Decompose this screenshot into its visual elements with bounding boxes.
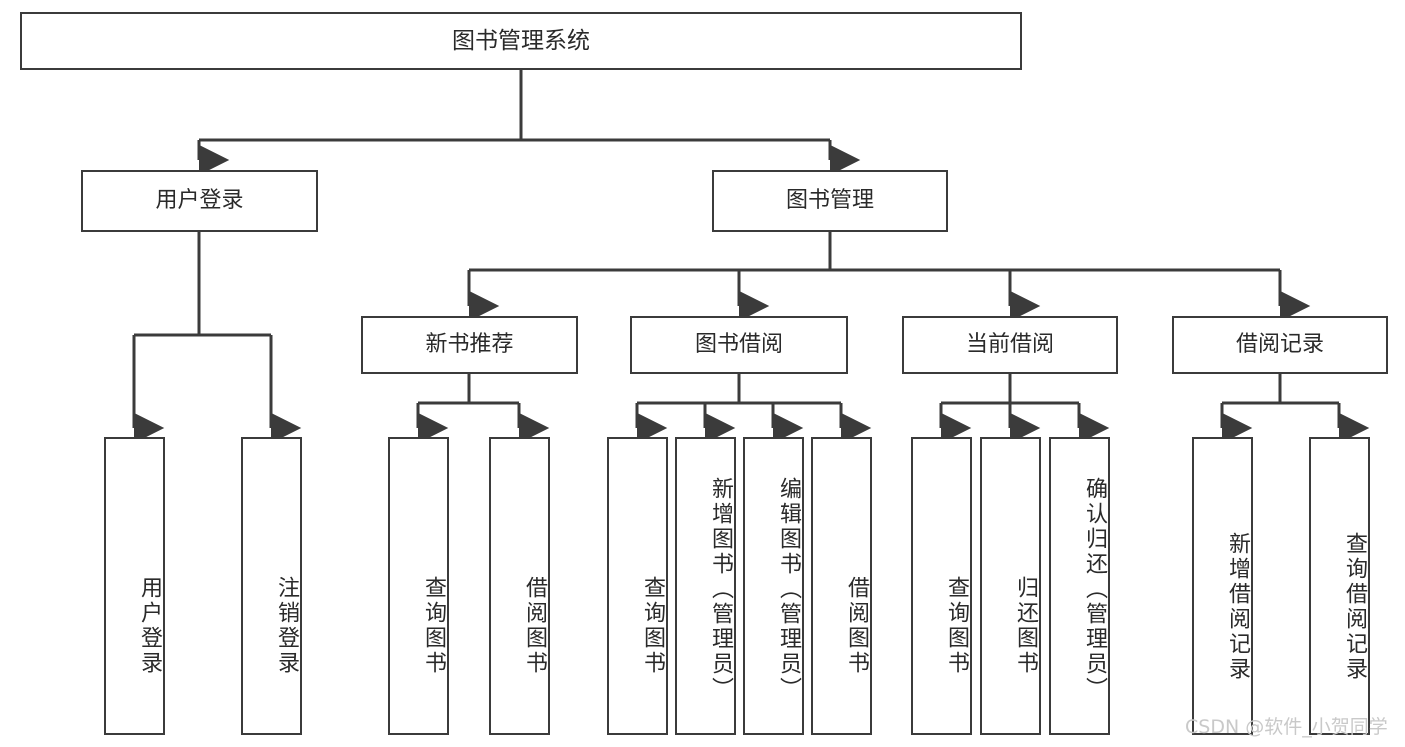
node-leaf-logout[interactable]: 注销登录 [241,437,302,735]
node-label: 注销登录 [274,576,299,676]
node-label: 图书管理 [785,188,874,214]
node-leaf-borrow-book-1[interactable]: 借阅图书 [489,437,550,735]
node-label: 新书推荐 [425,332,514,358]
node-label: 图书借阅 [694,332,783,358]
node-current-borrow[interactable]: 当前借阅 [902,316,1118,374]
node-label: 新增借阅记录 [1225,532,1250,682]
node-leaf-add-record[interactable]: 新增借阅记录 [1192,437,1253,735]
node-borrow-record[interactable]: 借阅记录 [1172,316,1388,374]
node-leaf-add-book[interactable]: 新增图书（管理员） [675,437,736,735]
node-label: 用户登录 [155,188,244,214]
node-root-system[interactable]: 图书管理系统 [20,12,1022,70]
node-label: 当前借阅 [965,332,1054,358]
node-label: 查询图书 [421,576,446,676]
node-label: 归还图书 [1013,576,1038,676]
node-leaf-user-login[interactable]: 用户登录 [104,437,165,735]
node-label: 确认归还（管理员） [1082,476,1107,702]
node-leaf-edit-book[interactable]: 编辑图书（管理员） [743,437,804,735]
node-new-book-recommend[interactable]: 新书推荐 [361,316,578,374]
node-label: 借阅图书 [522,576,547,676]
node-leaf-query-book-2[interactable]: 查询图书 [607,437,668,735]
node-label: 查询图书 [944,576,969,676]
node-label: 图书管理系统 [452,27,590,54]
node-label: 借阅图书 [844,576,869,676]
node-user-login[interactable]: 用户登录 [81,170,318,232]
node-leaf-query-book-3[interactable]: 查询图书 [911,437,972,735]
node-label: 查询图书 [640,576,665,676]
node-leaf-confirm-return[interactable]: 确认归还（管理员） [1049,437,1110,735]
node-label: 编辑图书（管理员） [776,476,801,702]
node-label: 新增图书（管理员） [708,476,733,702]
node-leaf-borrow-book-2[interactable]: 借阅图书 [811,437,872,735]
node-leaf-query-record[interactable]: 查询借阅记录 [1309,437,1370,735]
node-label: 借阅记录 [1235,332,1324,358]
node-label: 查询借阅记录 [1342,532,1367,682]
node-leaf-return-book[interactable]: 归还图书 [980,437,1041,735]
node-book-manage[interactable]: 图书管理 [712,170,948,232]
node-label: 用户登录 [137,576,162,676]
node-leaf-query-book-1[interactable]: 查询图书 [388,437,449,735]
node-book-borrow[interactable]: 图书借阅 [630,316,848,374]
watermark-text: CSDN @软件_小贺同学 [1185,716,1388,738]
